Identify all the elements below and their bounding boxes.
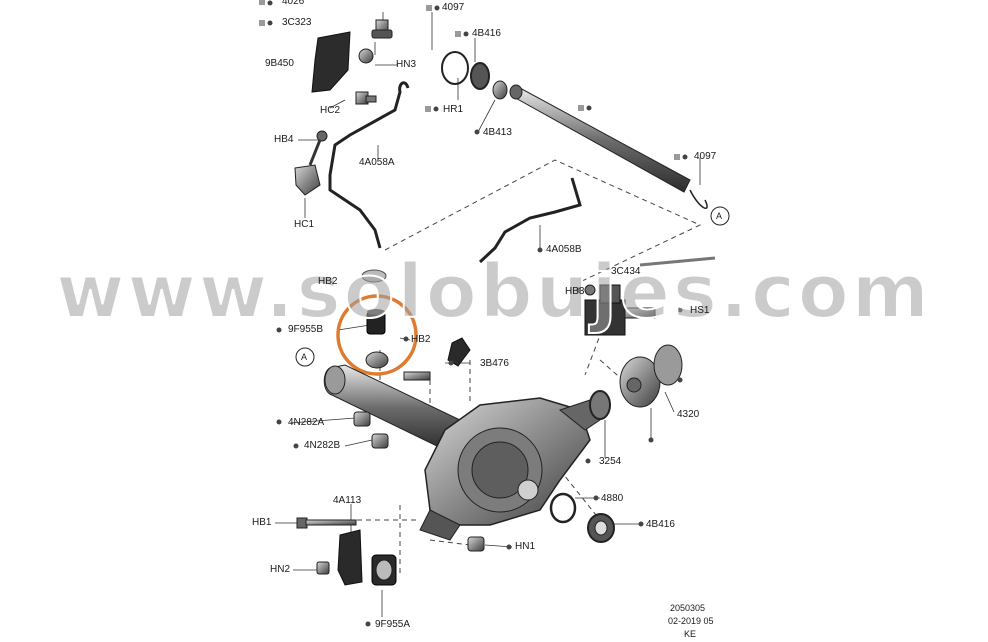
seal-4b416-b-inner bbox=[594, 520, 608, 536]
vent-hose-4a058a bbox=[328, 81, 410, 249]
label-hn1: HN1 bbox=[515, 541, 536, 552]
clip-4097-b bbox=[689, 189, 708, 210]
fitting-3b476 bbox=[447, 337, 471, 367]
label-4320: 4320 bbox=[677, 409, 700, 420]
bushing-4n282b bbox=[371, 433, 389, 449]
ring-4880 bbox=[549, 492, 577, 524]
label-hb2-top: HB2 bbox=[318, 276, 338, 287]
label-4a058a: 4A058A bbox=[359, 157, 395, 168]
label-ref-a1: A bbox=[716, 211, 723, 221]
catalog-markers bbox=[259, 0, 680, 160]
label-3c323: 3C323 bbox=[282, 17, 312, 28]
footer-date: 02-2019 05 bbox=[668, 616, 714, 626]
snap-ring-4097 bbox=[441, 51, 469, 85]
seal-3254 bbox=[589, 390, 611, 420]
label-4880: 4880 bbox=[601, 493, 624, 504]
nut-hn1 bbox=[467, 536, 485, 552]
callout-dots bbox=[267, 0, 688, 627]
bolt-hb1 bbox=[296, 517, 357, 529]
ref-circle-a1 bbox=[710, 206, 730, 226]
label-4b416-bottom: 4B416 bbox=[646, 519, 675, 530]
label-4026: 4026 bbox=[282, 0, 305, 7]
label-hb4: HB4 bbox=[274, 134, 294, 145]
bushing-9f955a bbox=[371, 554, 397, 586]
nut-hn3 bbox=[358, 48, 374, 64]
label-9b450: 9B450 bbox=[265, 58, 294, 69]
watermark-text: www.solobujes.com bbox=[55, 249, 932, 335]
label-4097-top: 4097 bbox=[442, 2, 465, 13]
footer-suffix: KE bbox=[684, 629, 697, 639]
label-9f955b: 9F955B bbox=[288, 324, 324, 335]
bushing-4n282a bbox=[353, 411, 371, 427]
label-4n282a: 4N282A bbox=[288, 417, 325, 428]
label-4a058b: 4A058B bbox=[546, 244, 582, 255]
nut-hn2 bbox=[316, 561, 330, 575]
label-4a113: 4A113 bbox=[333, 495, 362, 506]
clip-hc1 bbox=[294, 164, 321, 196]
leader-lines bbox=[275, 12, 701, 617]
axle-shaft bbox=[511, 87, 691, 193]
footer-code: 2050305 bbox=[670, 603, 706, 613]
flange-4320 bbox=[619, 344, 683, 408]
label-hb1: HB1 bbox=[252, 517, 272, 528]
bracket-4a113 bbox=[337, 529, 363, 586]
seal-4b416 bbox=[470, 62, 490, 90]
washer-hb2 bbox=[361, 269, 387, 283]
label-3254: 3254 bbox=[599, 456, 622, 467]
label-hb3: HB3 bbox=[565, 286, 585, 297]
label-hs1: HS1 bbox=[690, 305, 710, 316]
tube-end bbox=[324, 365, 346, 395]
bolt-hc2 bbox=[355, 91, 377, 105]
actuator-3c434 bbox=[584, 256, 716, 336]
bolt-hb-tube bbox=[403, 371, 431, 381]
label-ref-a2: A bbox=[301, 352, 308, 362]
label-hr1: HR1 bbox=[443, 104, 464, 115]
label-hn3: HN3 bbox=[396, 59, 417, 70]
label-4n282b: 4N282B bbox=[304, 440, 341, 451]
label-9f955a: 9F955A bbox=[375, 619, 411, 630]
vent-hose-4a058b bbox=[478, 177, 582, 264]
bolt-hb3 bbox=[584, 284, 596, 296]
label-4097-right: 4097 bbox=[694, 151, 717, 162]
bracket-9b450 bbox=[311, 31, 351, 93]
bushing-9f955b bbox=[365, 309, 389, 369]
ref-circle-a2 bbox=[295, 347, 315, 367]
bolt-hb4 bbox=[308, 130, 328, 166]
label-hn2: HN2 bbox=[270, 564, 291, 575]
label-hc2: HC2 bbox=[320, 105, 341, 116]
label-3c434: 3C434 bbox=[611, 266, 641, 277]
bearing-4b413 bbox=[492, 80, 508, 100]
shaft-end bbox=[509, 84, 523, 100]
label-4b416-top: 4B416 bbox=[472, 28, 501, 39]
highlight-circle bbox=[336, 294, 418, 376]
label-4b413: 4B413 bbox=[483, 127, 512, 138]
bolt-3c323 bbox=[371, 19, 393, 39]
label-hb2-mid: HB2 bbox=[411, 334, 431, 345]
label-hc1: HC1 bbox=[294, 219, 315, 230]
label-3b476: 3B476 bbox=[480, 358, 509, 369]
differential-housing bbox=[419, 397, 601, 541]
